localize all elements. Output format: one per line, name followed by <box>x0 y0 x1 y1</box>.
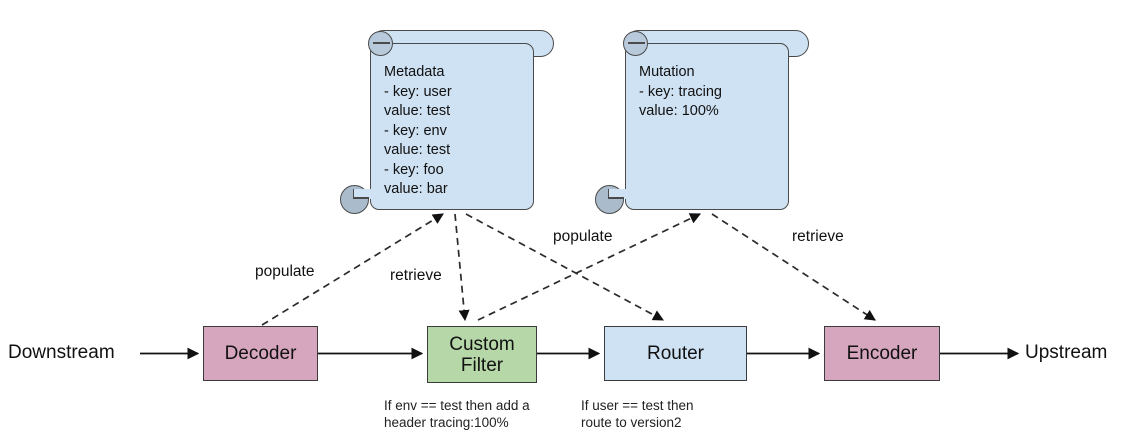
terminal-downstream: Downstream <box>8 342 115 363</box>
edge-label-populate-left: populate <box>255 263 315 280</box>
caption-router: If user == test then route to version2 <box>581 398 694 430</box>
edge-label-populate-right: populate <box>553 228 613 245</box>
node-router-label: Router <box>646 343 705 364</box>
node-custom-filter-label: Custom Filter <box>449 333 515 376</box>
scroll-bottom-curl-icon <box>340 185 371 214</box>
node-custom-filter[interactable]: Custom Filter <box>427 326 537 383</box>
caption-custom-filter: If env == test then add a header tracing… <box>384 398 530 430</box>
scroll-metadata: Metadata - key: user value: test - key: … <box>340 30 560 230</box>
scroll-mutation-text: Mutation - key: tracing value: 100% <box>639 64 722 119</box>
node-router[interactable]: Router <box>604 326 747 381</box>
scroll-mutation: Mutation - key: tracing value: 100% <box>595 30 815 230</box>
edge-label-retrieve-left: retrieve <box>390 267 442 284</box>
scroll-body <box>370 43 534 210</box>
scroll-metadata-text: Metadata - key: user value: test - key: … <box>384 64 452 197</box>
node-decoder-label: Decoder <box>224 343 297 364</box>
scroll-bottom-curl-icon <box>595 185 626 214</box>
terminal-upstream: Upstream <box>1025 342 1108 363</box>
scroll-top-curl-icon <box>368 31 393 56</box>
node-encoder[interactable]: Encoder <box>824 326 940 381</box>
node-encoder-label: Encoder <box>846 343 918 364</box>
node-decoder[interactable]: Decoder <box>203 326 318 381</box>
scroll-body <box>625 43 789 210</box>
edge-label-retrieve-right: retrieve <box>792 228 844 245</box>
scroll-top-curl-icon <box>623 31 648 56</box>
